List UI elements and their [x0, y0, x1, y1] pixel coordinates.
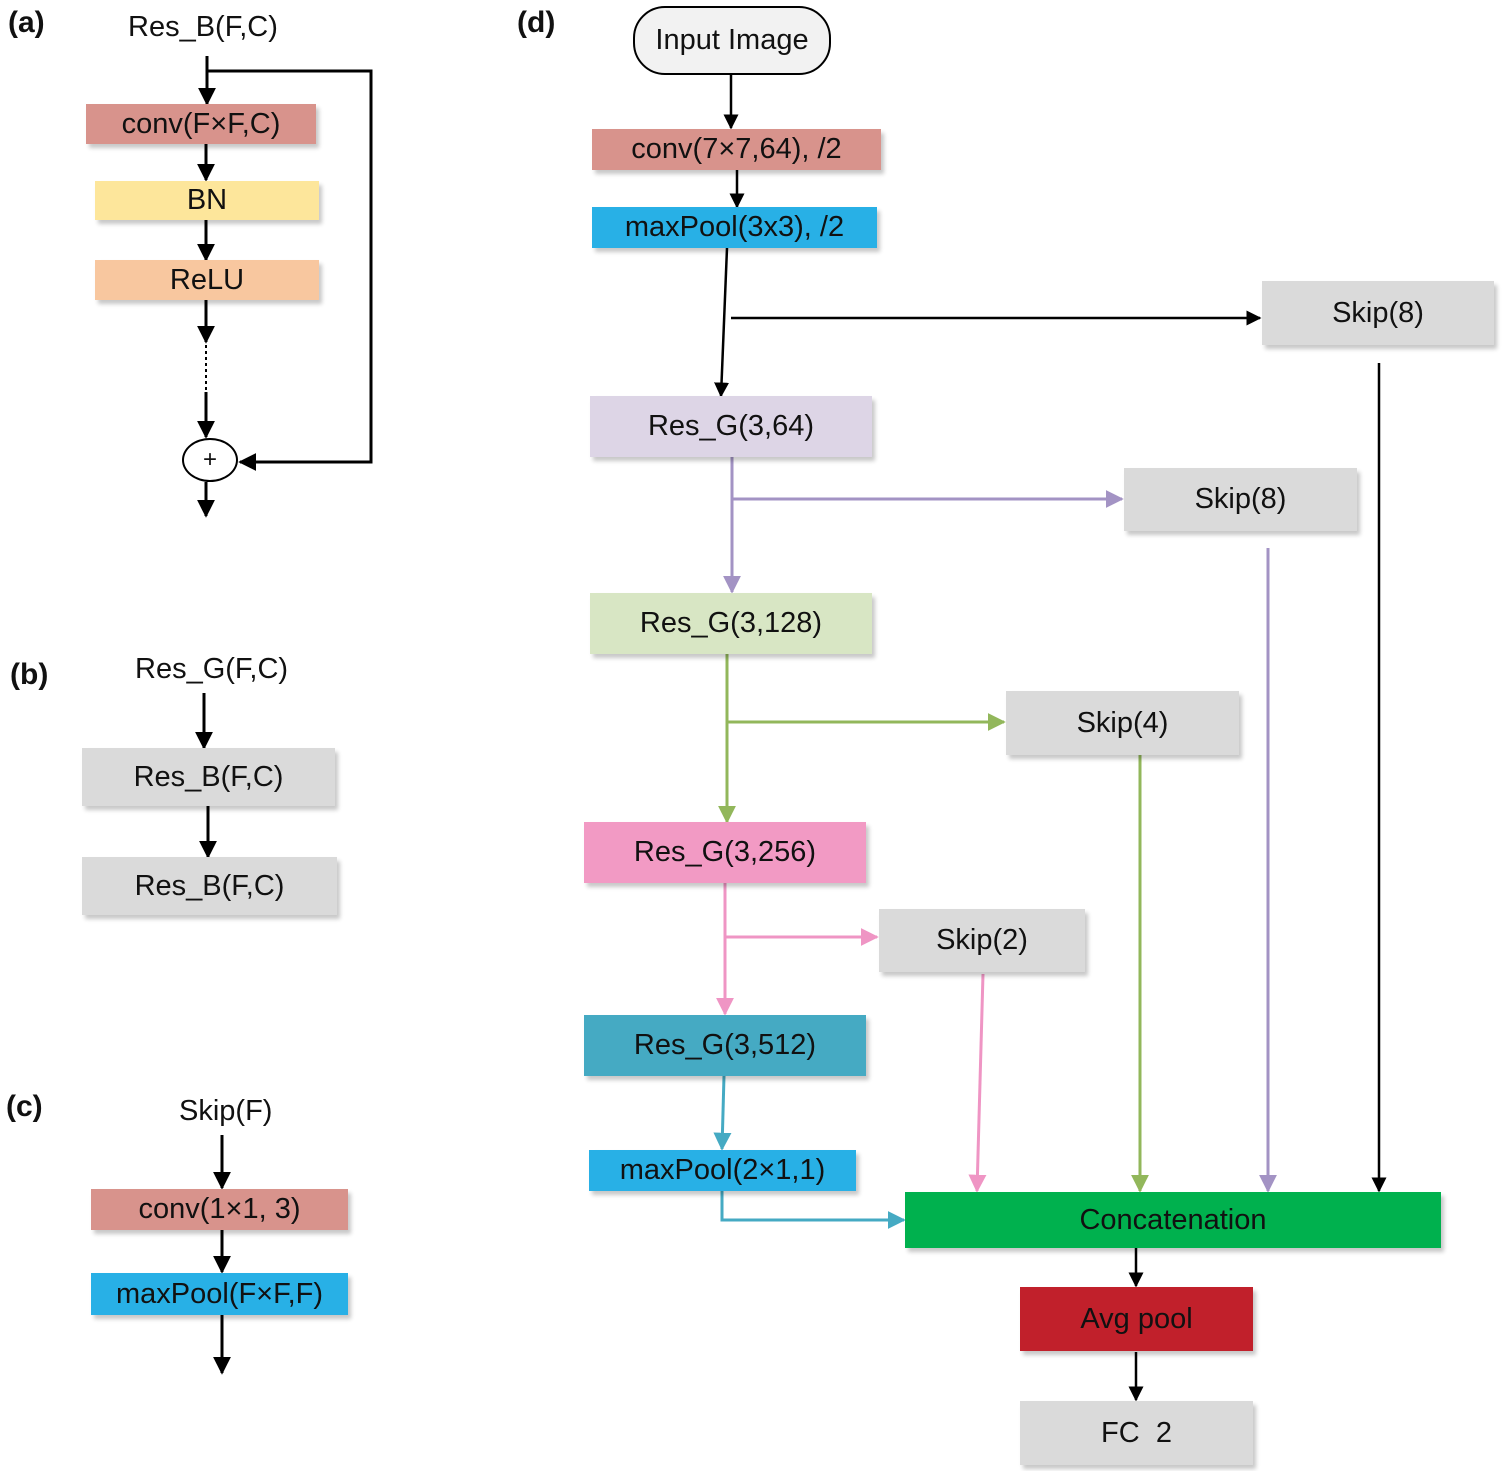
maxpool-3x3-block: maxPool(3x3), /2 [592, 207, 877, 248]
panel-c-title: Skip(F) [179, 1095, 273, 1127]
res-g-512-block: Res_G(3,512) [584, 1015, 866, 1076]
res128-branch-wires [718, 654, 1149, 1193]
panel-c-conv-block: conv(1×1, 3) [91, 1189, 348, 1230]
panel-a-title: Res_B(F,C) [128, 11, 278, 43]
input-image-node: Input Image [633, 6, 831, 75]
skip-2-block: Skip(2) [879, 909, 1085, 972]
panel-c-pool-block: maxPool(F×F,F) [91, 1273, 348, 1315]
panel-a-conv-block: conv(F×F,C) [86, 104, 316, 144]
panel-label-d: (d) [517, 6, 556, 39]
panel-b-wires [195, 693, 217, 859]
res-g-64-block: Res_G(3,64) [590, 396, 872, 457]
panel-a-relu-block: ReLU [95, 260, 319, 300]
maxpool-2x1-block: maxPool(2×1,1) [589, 1150, 856, 1191]
res-g-256-block: Res_G(3,256) [584, 822, 866, 883]
conv-7x7-block: conv(7×7,64), /2 [592, 129, 881, 170]
panel-a-sum-node: + [182, 438, 238, 482]
panel-a-wires [197, 56, 373, 518]
panel-a-bn-block: BN [95, 181, 319, 220]
panel-label-b: (b) [10, 658, 49, 691]
panel-label-a: (a) [8, 6, 45, 39]
res256-branch-wires [716, 883, 987, 1193]
panel-b-title: Res_G(F,C) [135, 653, 289, 685]
res-g-128-block: Res_G(3,128) [590, 593, 872, 654]
skip-8-second-block: Skip(8) [1124, 468, 1357, 531]
fc-2-block: FC 2 [1020, 1401, 1253, 1465]
panel-label-c: (c) [6, 1090, 43, 1123]
panel-b-block-2: Res_B(F,C) [82, 857, 337, 915]
res64-branch-wires [723, 457, 1277, 1193]
skip-4-block: Skip(4) [1006, 691, 1239, 755]
skip-8-top-block: Skip(8) [1262, 281, 1494, 345]
res512-branch-wires [713, 1075, 906, 1229]
panel-d-main-wires [714, 75, 1387, 1402]
panel-b-block-1: Res_B(F,C) [82, 748, 335, 806]
concatenation-block: Concatenation [905, 1192, 1441, 1248]
avg-pool-block: Avg pool [1020, 1287, 1253, 1351]
